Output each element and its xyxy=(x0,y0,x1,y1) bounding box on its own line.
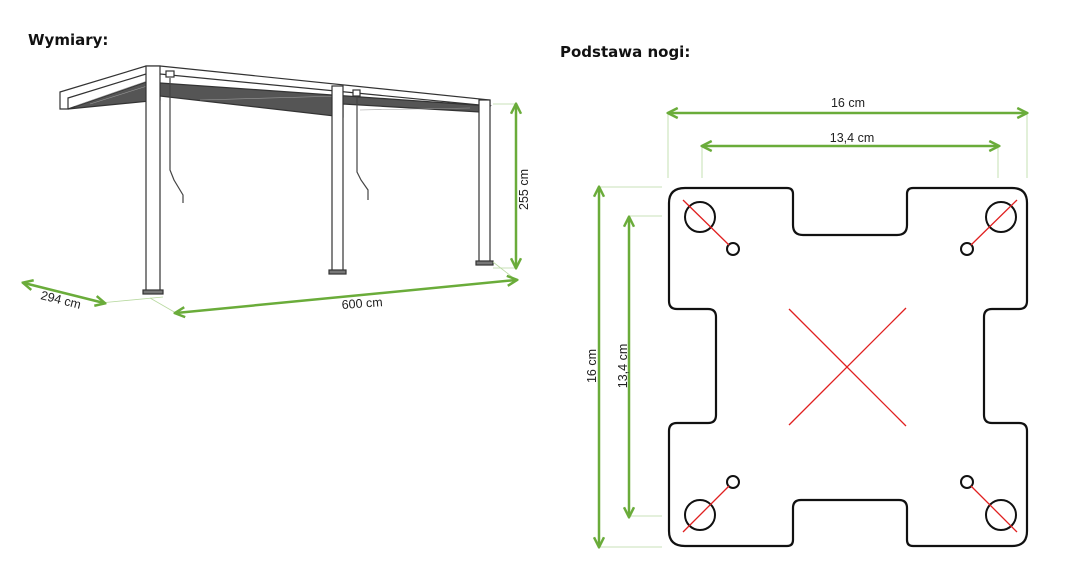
dimensions-title: Wymiary: xyxy=(28,31,109,49)
base-plate-dimensions: 16 cm 13,4 cm 16 cm 13,4 cm xyxy=(585,96,1027,547)
base-plate xyxy=(667,186,1029,548)
small-hole-top-right xyxy=(960,242,974,256)
pergola-dimensions: 294 cm 600 cm 255 cm xyxy=(24,104,531,313)
post-right xyxy=(478,99,491,263)
post-front-left xyxy=(145,65,161,293)
center-cross-b xyxy=(788,307,907,426)
bolt-hole-bottom-left xyxy=(684,499,716,531)
base-plate-title: Podstawa nogi: xyxy=(560,43,691,61)
small-hole-bottom-left xyxy=(726,475,740,489)
base-plate-outline xyxy=(667,186,1029,548)
red-marks xyxy=(682,199,1018,533)
inner-width-label: 13,4 cm xyxy=(830,131,874,145)
height-label: 255 cm xyxy=(517,169,531,210)
inner-height-label: 13,4 cm xyxy=(616,344,630,388)
small-hole-bottom-right xyxy=(960,475,974,489)
bolt-hole-bottom-right xyxy=(985,499,1017,531)
width-arrow xyxy=(176,280,516,313)
center-cross-a xyxy=(788,308,907,427)
crank-left xyxy=(169,78,184,203)
depth-label: 294 cm xyxy=(39,288,82,312)
crank-middle xyxy=(356,94,369,200)
bolt-hole-top-left xyxy=(684,201,716,233)
outer-width-label: 16 cm xyxy=(831,96,865,110)
depth-arrow xyxy=(24,283,104,303)
pergola-drawing xyxy=(59,65,494,295)
outer-height-label: 16 cm xyxy=(585,349,599,383)
post-middle xyxy=(331,85,344,273)
small-hole-top-left xyxy=(726,242,740,256)
bolt-hole-top-right xyxy=(985,201,1017,233)
width-label: 600 cm xyxy=(341,295,383,312)
